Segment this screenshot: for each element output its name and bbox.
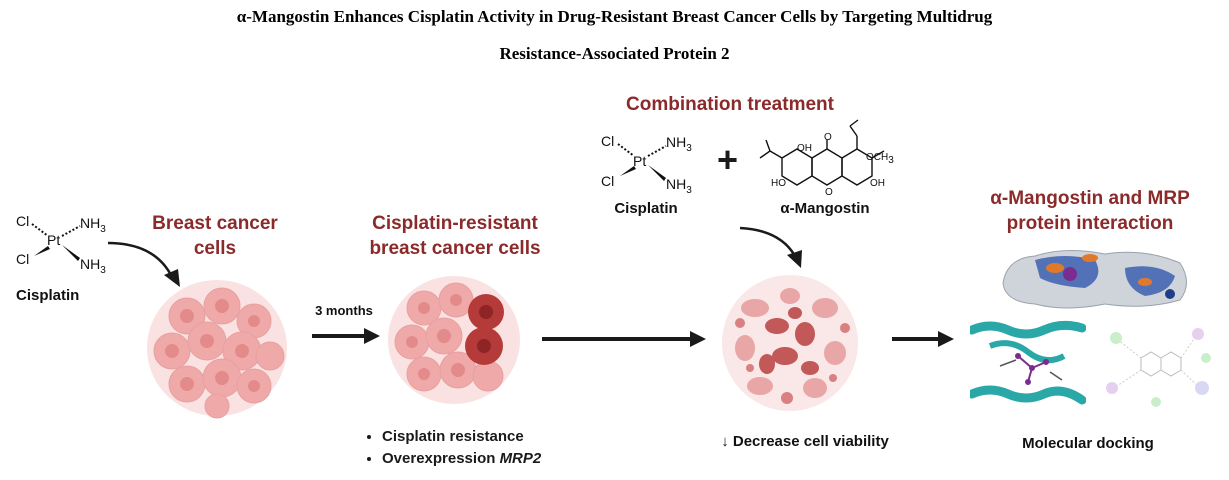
interaction-2d-diagram	[1106, 328, 1211, 407]
cisplatin-bonds	[617, 143, 667, 181]
page-title: α-Mangostin Enhances Cisplatin Activity …	[236, 7, 993, 26]
combination-heading: Combination treatment	[626, 94, 834, 115]
breast-cancer-heading: Breast cancer cells	[152, 213, 278, 259]
disrupted-cell-cluster	[722, 275, 858, 411]
atom-och3: OCH3	[866, 152, 894, 166]
arrow-right-icon	[892, 331, 954, 347]
atom-pt: Pt	[633, 153, 647, 169]
atom-pt: Pt	[47, 232, 61, 248]
atom-cl: Cl	[16, 213, 30, 229]
resistant-cells-heading: Cisplatin-resistant breast cancer cells	[369, 213, 541, 259]
cisplatin-combo-label: Cisplatin	[614, 200, 678, 217]
atom-cl: Cl	[601, 173, 615, 189]
atom-ho: HO	[771, 178, 786, 189]
page-title-line2: Resistance-Associated Protein 2	[499, 44, 730, 63]
arrow-right-icon	[312, 328, 380, 344]
decrease-viability-label: ↓ Decrease cell viability	[721, 433, 889, 450]
bullet-item: Overexpression MRP2	[382, 448, 541, 470]
protein-surface-image	[1002, 249, 1187, 309]
atom-cl: Cl	[16, 251, 30, 267]
atom-nh3: NH3	[80, 256, 106, 276]
resistance-bullet-list: Cisplatin resistance Overexpression MRP2	[362, 426, 541, 470]
mangostin-structure	[759, 119, 885, 186]
bullet-item: Cisplatin resistance	[382, 426, 541, 448]
cisplatin-label: Cisplatin	[16, 287, 80, 304]
atom-nh3: NH3	[80, 215, 106, 235]
cisplatin-bonds	[31, 223, 81, 261]
atom-cl: Cl	[601, 133, 615, 149]
plus-icon: +	[717, 139, 739, 180]
mangostin-label: α-Mangostin	[780, 200, 870, 217]
curved-arrow-icon	[107, 241, 180, 287]
atom-nh3: NH3	[666, 134, 692, 154]
arrow-right-icon	[542, 331, 706, 347]
curved-arrow-icon	[739, 226, 802, 268]
resistant-cell-cluster	[388, 276, 520, 404]
docking-helix-image	[970, 316, 1086, 408]
atom-nh3: NH3	[666, 176, 692, 196]
atom-o: O	[824, 132, 832, 143]
three-months-label: 3 months	[315, 303, 373, 318]
atom-oh: OH	[870, 178, 885, 189]
molecular-docking-label: Molecular docking	[1022, 435, 1154, 452]
atom-o-ring: O	[825, 187, 833, 198]
atom-oh: OH	[797, 143, 812, 154]
breast-cancer-cell-cluster	[147, 280, 287, 419]
docking-heading: α-Mangostin and MRP protein interaction	[990, 188, 1190, 234]
